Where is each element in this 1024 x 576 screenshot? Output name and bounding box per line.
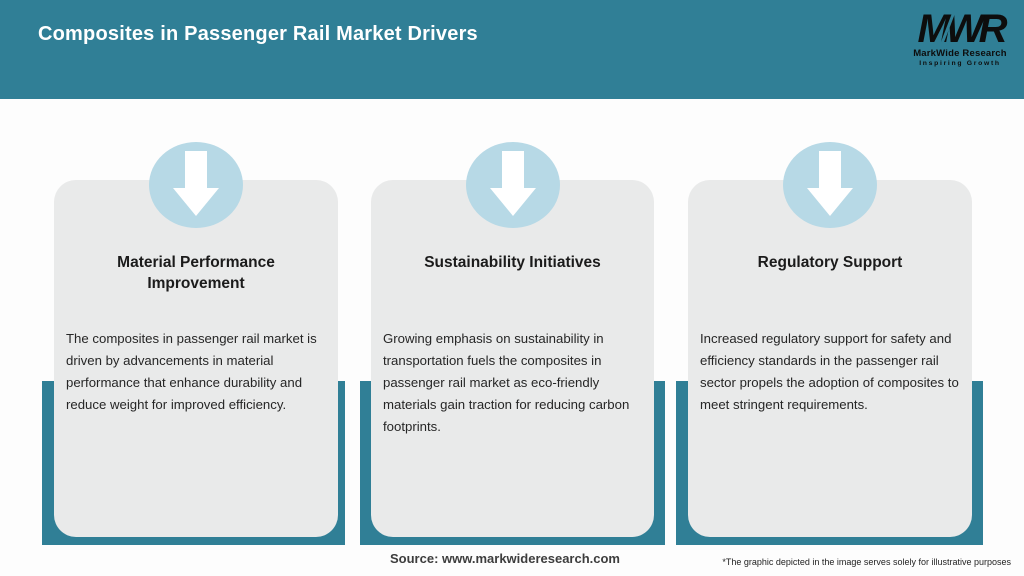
arrow-badge (149, 142, 243, 228)
page-title: Composites in Passenger Rail Market Driv… (38, 23, 478, 45)
disclaimer-text: *The graphic depicted in the image serve… (722, 557, 1011, 567)
driver-card-regulatory: Regulatory Support Increased regulatory … (688, 180, 972, 537)
arrow-badge (466, 142, 560, 228)
brand-logo: MWR MarkWide Research Inspiring Growth (908, 7, 1013, 67)
card-body: Growing emphasis on sustainability in tr… (383, 331, 630, 434)
driver-card-material-performance: Material Performance Improvement The com… (54, 180, 338, 537)
brand-tagline: Inspiring Growth (919, 59, 1001, 67)
card-title: Sustainability Initiatives (424, 254, 601, 271)
arrow-badge (783, 142, 877, 228)
mwr-monogram-icon: MWR (918, 7, 1013, 51)
brand-monogram: MWR (908, 7, 1013, 51)
card-body: The composites in passenger rail market … (66, 331, 317, 412)
card-body: Increased regulatory support for safety … (700, 331, 959, 412)
card-title: Regulatory Support (757, 254, 903, 271)
brand-name: MarkWide Research (913, 48, 1007, 59)
down-arrow-icon (490, 151, 536, 216)
svg-text:MWR: MWR (918, 9, 1008, 49)
driver-card-sustainability: Sustainability Initiatives Growing empha… (371, 180, 654, 537)
source-text: Source: www.markwideresearch.com (389, 551, 621, 566)
card-title: Material Performance Improvement (117, 254, 275, 292)
down-arrow-icon (807, 151, 853, 216)
header-bar: Composites in Passenger Rail Market Driv… (0, 0, 1024, 99)
down-arrow-icon (173, 151, 219, 216)
